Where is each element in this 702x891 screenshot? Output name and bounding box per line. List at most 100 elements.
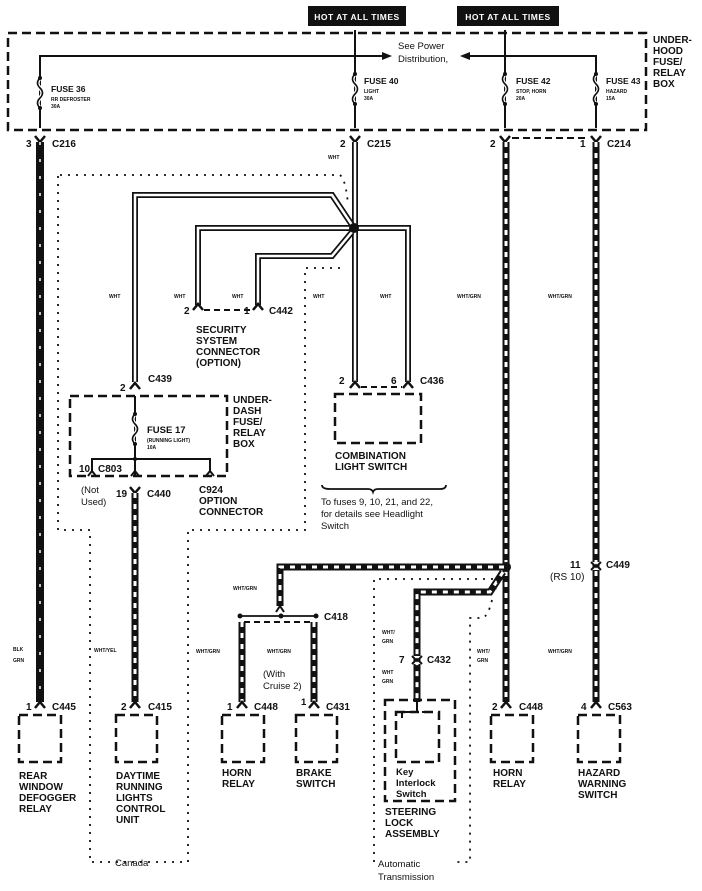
- connector-c418: C418: [237, 604, 348, 623]
- fuse-name: FUSE 36: [51, 84, 86, 94]
- fuse-rating: 30A: [51, 104, 61, 110]
- inner-label-line: Interlock: [396, 778, 436, 789]
- canada-region-border: [57, 174, 349, 863]
- label-line: UNDER-: [653, 35, 692, 46]
- label-line: (OPTION): [196, 358, 241, 369]
- connector-icon: [308, 700, 320, 709]
- pin-number: 1: [244, 306, 250, 317]
- component-rear-window-defogger-relay: 1 C445 REAR WINDOW DEFOGGER RELAY: [17, 700, 77, 815]
- label-line: REAR: [19, 771, 48, 782]
- label-line: HOOD: [653, 46, 683, 57]
- fuse-desc: LIGHT: [364, 89, 379, 95]
- connector-icon: [34, 700, 46, 709]
- note-line: Cruise 2): [263, 681, 302, 692]
- wire-label: WHT/: [382, 630, 395, 636]
- connector-icon: [129, 486, 141, 495]
- c924-label: CONNECTOR: [199, 507, 264, 518]
- pin-number: 11: [570, 560, 581, 571]
- splice-point: [349, 223, 359, 233]
- label-line: FUSE/: [233, 417, 263, 428]
- fuse-rating: 30A: [364, 96, 374, 102]
- cruise-note: (With Cruise 2): [263, 669, 302, 692]
- wire-label: GRN: [477, 658, 489, 664]
- label-line: SWITCH: [578, 790, 617, 801]
- brace-icon: [321, 484, 447, 495]
- fuse-rating: 10A: [147, 445, 157, 451]
- combination-light-switch-box: [333, 392, 423, 445]
- note-line: for details see Headlight: [321, 509, 423, 520]
- internal-wire: [401, 702, 431, 718]
- connector-icon: [499, 135, 511, 144]
- label-line: RELAY: [653, 68, 686, 79]
- connector-icon: [349, 380, 361, 389]
- component-box: [576, 713, 622, 764]
- wire-core: [196, 226, 352, 305]
- pin-number: 1: [227, 702, 233, 713]
- underhood-fuse-box: [6, 31, 648, 132]
- c924-label: C924: [199, 485, 223, 496]
- note-line: See Power: [398, 41, 444, 52]
- connector-icon: [590, 700, 602, 709]
- connector-icon: [252, 302, 264, 311]
- label-line: BOX: [653, 79, 675, 90]
- label-line: ASSEMBLY: [385, 829, 440, 840]
- hot-label-2-text: HOT AT ALL TIMES: [465, 12, 550, 22]
- wire-label: GRN: [382, 639, 394, 645]
- connector-id: C445: [52, 702, 76, 713]
- underdash-fuse-box: [68, 394, 229, 478]
- connector-id: C448: [519, 702, 543, 713]
- connector-id: C440: [147, 489, 171, 500]
- junction-dot: [133, 457, 137, 461]
- automatic-label: Transmission: [378, 872, 434, 883]
- label-line: BOX: [233, 439, 255, 450]
- label-line: SWITCH: [296, 779, 335, 790]
- arrow-right-icon: [382, 52, 392, 60]
- hot-label-1-text: HOT AT ALL TIMES: [314, 12, 399, 22]
- wire-core: [256, 231, 353, 305]
- connector-c436: 2 6 C436: [339, 376, 444, 389]
- label-line: RELAY: [19, 804, 52, 815]
- pin-number: 10: [79, 464, 91, 475]
- label-line: DASH: [233, 406, 261, 417]
- wire-label: WHT/YEL: [94, 648, 117, 654]
- wire-label: WHT/GRN: [548, 294, 572, 300]
- label-line: RELAY: [222, 779, 255, 790]
- label-line: WINDOW: [19, 782, 63, 793]
- component-box: [294, 713, 339, 764]
- connector-icon: [590, 561, 602, 571]
- label-line: HORN: [493, 768, 522, 779]
- label-line: DAYTIME: [116, 771, 160, 782]
- wire-label: WHT: [328, 155, 339, 161]
- underdash-box-label: UNDER- DASH FUSE/ RELAY BOX: [233, 395, 272, 450]
- fuse-43: FUSE 43 HAZARD 15A: [591, 72, 641, 106]
- label-line: CONNECTOR: [196, 347, 261, 358]
- label-line: SECURITY: [196, 325, 247, 336]
- component-box-outer: [383, 698, 457, 803]
- c924-label: OPTION: [199, 496, 237, 507]
- label-line: HORN: [222, 768, 251, 779]
- connector-id: C418: [324, 612, 348, 623]
- pin-number: 19: [116, 489, 128, 500]
- wire-label: WHT/: [477, 649, 490, 655]
- connector-icon: [236, 700, 248, 709]
- connector-c214: 1 C214: [580, 135, 631, 150]
- connector-c442: 2 1 C442: [184, 302, 293, 317]
- label-line: BRAKE: [296, 768, 332, 779]
- fuse-name: FUSE 43: [606, 76, 641, 86]
- component-box: [489, 713, 535, 764]
- fuse-rating: 15A: [606, 96, 616, 102]
- label-line: LIGHTS: [116, 793, 153, 804]
- connector-id: C431: [326, 702, 350, 713]
- security-connector-label: SECURITY SYSTEM CONNECTOR (OPTION): [196, 325, 261, 369]
- connector-id: C214: [607, 139, 631, 150]
- wire-stripe: [278, 565, 504, 606]
- wire-wht-to-c436-pin6: [358, 225, 411, 382]
- pin-number: 3: [26, 139, 32, 150]
- fuse-40: FUSE 40 LIGHT 30A: [350, 72, 399, 106]
- wire-fuse17-branches: [91, 458, 211, 472]
- connector-sub: (RS 10): [550, 572, 584, 583]
- connector-c449: 11 (RS 10) C449: [550, 560, 630, 583]
- fuse-icon: [351, 73, 359, 105]
- junction-dot: [313, 613, 319, 619]
- connector-c439: 2 C439: [120, 374, 172, 394]
